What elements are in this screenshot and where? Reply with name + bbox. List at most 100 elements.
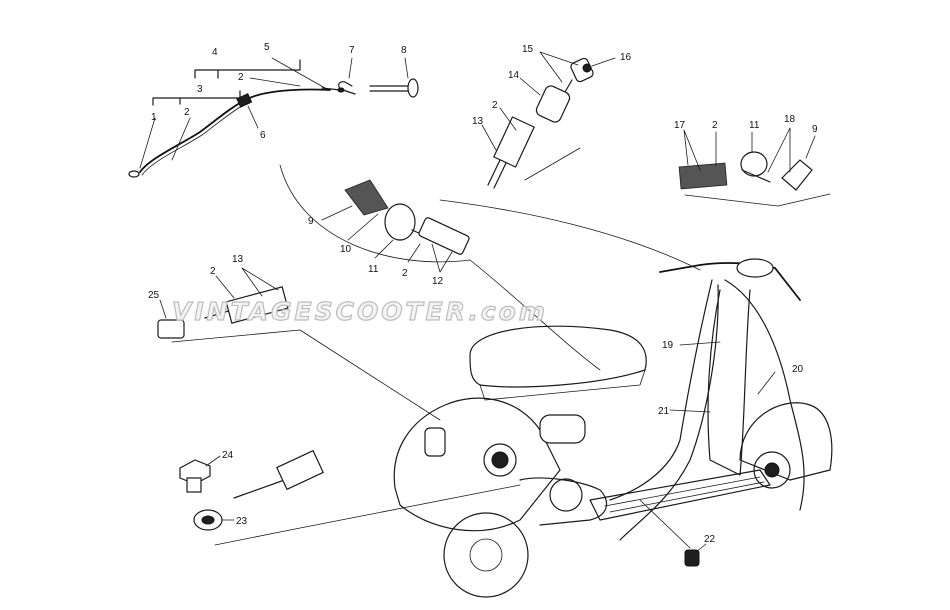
leader-2e (407, 243, 421, 263)
leader-16 (591, 57, 616, 67)
sleeve-13b (225, 286, 289, 324)
engine-flywheel (483, 443, 517, 477)
pointer-to-seat (469, 259, 601, 371)
rear-wheel-hub (469, 538, 503, 572)
knob-9b (344, 179, 389, 216)
label-10: 10 (340, 244, 352, 255)
leader-17 (683, 129, 701, 171)
thread-f (204, 309, 233, 319)
label-9b: 9 (308, 216, 314, 227)
pointer-to-handlebar (439, 199, 701, 271)
headlamp (736, 258, 774, 278)
label-9a: 9 (812, 124, 818, 135)
cable-sheath (139, 88, 331, 173)
leader-9b (321, 205, 353, 221)
group-d-pointer (684, 193, 831, 207)
leader-1 (139, 117, 156, 169)
label-8: 8 (401, 45, 407, 56)
leader-2f (215, 275, 235, 299)
floorboard (589, 469, 771, 521)
leader-9a (805, 135, 816, 159)
bolt-24-thread (186, 477, 202, 493)
leader-2a (171, 117, 191, 161)
grommet-group: 22 (639, 499, 716, 567)
label-11a: 11 (749, 120, 760, 131)
group-c-pointer (524, 147, 581, 181)
sleeve-13 (493, 116, 535, 168)
leader-8 (404, 57, 409, 79)
bracket-3 (152, 90, 241, 106)
label-2d: 2 (712, 120, 718, 131)
label-19: 19 (662, 340, 674, 351)
label-2e: 2 (402, 268, 408, 279)
ferrule-6 (236, 93, 253, 108)
barrel-11 (740, 151, 768, 177)
leader-20 (757, 371, 776, 395)
nut-25 (157, 319, 185, 339)
nut-23-hole (201, 515, 215, 525)
leader-25 (159, 299, 167, 319)
sleeve-17 (678, 162, 728, 190)
leader-18 (767, 127, 791, 173)
leader-2c (499, 107, 517, 131)
label-2c: 2 (492, 100, 498, 111)
front-wheel (753, 451, 791, 489)
adjuster-pin-18 (741, 169, 771, 183)
bolt-group: 24 23 (179, 449, 521, 546)
sleeve-bottom (276, 449, 324, 491)
pin-8-head (407, 78, 419, 98)
leader-22 (695, 543, 707, 553)
label-25: 25 (148, 290, 160, 301)
cable-end-nipple (128, 170, 140, 178)
label-21: 21 (658, 406, 670, 417)
label-23: 23 (236, 516, 248, 527)
leader-6 (247, 105, 259, 129)
clip-7 (338, 81, 356, 95)
group-f-pointer (171, 329, 441, 421)
label-20: 20 (792, 364, 804, 375)
cable-21 (619, 284, 719, 541)
floorboard-ribs (604, 476, 765, 513)
leader-10 (347, 213, 379, 241)
label-24: 24 (222, 450, 234, 461)
watermark-text: VINTAGESCOOTER.com (172, 297, 548, 326)
cylinder-head (539, 414, 586, 444)
adjuster-top-group: 15 16 14 2 13 (472, 44, 632, 189)
label-17: 17 (674, 120, 686, 131)
scooter-rear-body (393, 397, 561, 532)
pin-8-shaft (369, 85, 411, 92)
label-18: 18 (784, 114, 796, 125)
label-13b: 13 (232, 254, 244, 265)
label-11b: 11 (368, 264, 379, 275)
label-7: 7 (349, 45, 355, 56)
sleeve-left-group: 25 2 13 (148, 254, 441, 421)
label-13a: 13 (472, 116, 484, 127)
cable-sheath-inner (141, 102, 248, 176)
label-3: 3 (197, 84, 203, 95)
front-fender (739, 402, 833, 481)
cable-13-tail (487, 159, 507, 189)
label-2f: 2 (210, 266, 216, 277)
handlebar (659, 262, 801, 301)
engine-hub (491, 451, 509, 469)
group-g-pointer (214, 484, 521, 546)
bracket-4 (194, 59, 301, 79)
clip-and-pin-group: 7 8 (338, 45, 419, 98)
sleeve-14 (535, 85, 571, 123)
label-22: 22 (704, 534, 716, 545)
barrel-16-hole (582, 63, 592, 73)
label-12: 12 (432, 276, 444, 287)
leader-7 (348, 57, 353, 79)
label-16: 16 (620, 52, 632, 63)
label-1: 1 (151, 112, 157, 123)
knob-9 (781, 159, 813, 191)
adjuster-screw (564, 79, 573, 93)
front-wheel-hub (764, 462, 780, 478)
leader-11b (374, 239, 394, 259)
cable-wire-bottom (233, 477, 291, 499)
barrel-11b (384, 203, 416, 241)
engine-cover (549, 478, 583, 512)
steering-column (707, 289, 751, 476)
